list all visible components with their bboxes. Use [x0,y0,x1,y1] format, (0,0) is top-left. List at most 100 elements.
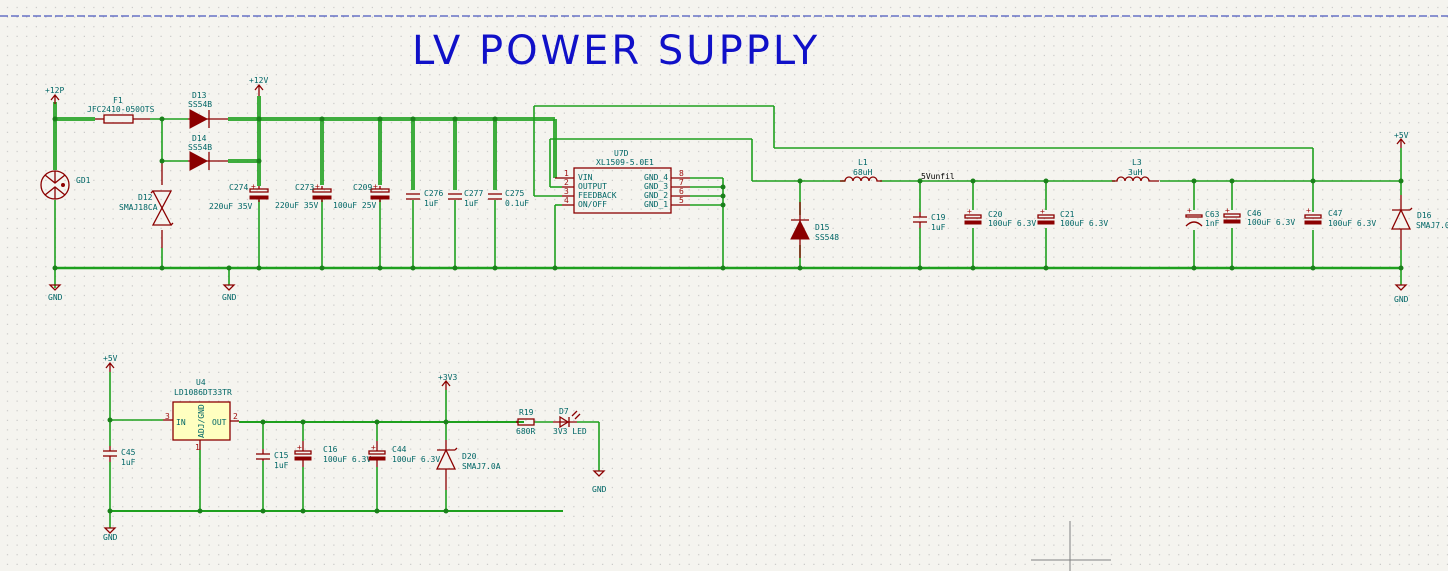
power-port-5v-top[interactable]: +5V [1394,131,1409,148]
svg-text:D20: D20 [462,452,477,461]
svg-text:1nF: 1nF [1205,219,1220,228]
power-port-3v3[interactable]: +3V3 [438,373,457,390]
svg-text:D16: D16 [1417,211,1432,220]
svg-text:5: 5 [679,196,684,205]
gnd-symbol-4[interactable]: GND [103,527,118,542]
wires-bottom [109,372,600,528]
svg-text:ON/OFF: ON/OFF [578,200,607,209]
c19-capacitor[interactable]: C19 1uF [913,212,946,232]
d20-tvs[interactable]: D20 SMAJ7.0A [435,440,501,490]
c209-capacitor[interactable]: C209 + 100uF 25V [333,182,390,210]
c46-capacitor[interactable]: + C46 100uF 6.3V [1223,206,1295,227]
svg-text:7: 7 [679,178,684,187]
svg-text:680R: 680R [516,427,535,436]
svg-text:F1: F1 [113,96,123,105]
gd1-connector[interactable]: GD1 [40,170,91,200]
svg-text:XL1509-5.0E1: XL1509-5.0E1 [596,158,654,167]
svg-text:+5V: +5V [1394,131,1409,140]
u4-ldo-regulator[interactable]: U4 LD1086DT33TR IN OUT ADJ/GND 3 2 1 [163,378,239,452]
svg-text:GND_3: GND_3 [644,182,668,191]
c47-capacitor[interactable]: + C47 100uF 6.3V [1304,206,1376,228]
gnd-symbol-5[interactable]: GND [592,470,607,494]
c20-capacitor[interactable]: + C20 100uF 6.3V [964,207,1036,228]
c274-capacitor[interactable]: C274 + 220uF 35V [209,182,269,211]
svg-text:1uF: 1uF [464,199,479,208]
svg-text:C63: C63 [1205,210,1220,219]
svg-text:C20: C20 [988,210,1003,219]
svg-text:+3V3: +3V3 [438,373,457,382]
d14-diode[interactable]: D14 SS54B [188,134,228,171]
d12-tvs[interactable]: D12 SMAJ18CA [119,190,174,226]
svg-text:C44: C44 [392,445,407,454]
svg-text:C275: C275 [505,189,524,198]
d7-led[interactable]: D7 3V3 LED [553,407,587,436]
d13-diode[interactable]: D13 SS54B [188,91,228,129]
svg-text:GND: GND [592,485,607,494]
c16-capacitor[interactable]: + C16 100uF 6.3V [294,441,371,467]
svg-text:U7D: U7D [614,149,629,158]
svg-text:+5V: +5V [103,354,118,363]
f1-fuse[interactable]: F1 JFC2410-050OTS [87,96,155,124]
svg-text:+: + [1187,206,1192,215]
svg-text:1uF: 1uF [121,458,136,467]
d16-tvs[interactable]: D16 SMAJ7.0A [1390,195,1448,250]
svg-text:68uH: 68uH [853,168,872,177]
svg-text:+: + [1306,206,1311,215]
u70-regulator-ic[interactable]: U7D XL1509-5.0E1 1 2 3 4 VIN OUTPUT FEED… [562,149,690,214]
svg-text:4: 4 [564,196,569,205]
svg-text:GND_2: GND_2 [644,191,668,200]
svg-text:1uF: 1uF [274,461,289,470]
c276-capacitor[interactable]: C276 1uF [406,189,443,208]
c277-capacitor[interactable]: C277 1uF [448,189,483,208]
svg-text:ADJ/GND: ADJ/GND [197,404,206,438]
svg-text:3uH: 3uH [1128,168,1143,177]
sheet-title: LV POWER SUPPLY [412,28,820,74]
c63-capacitor[interactable]: + C63 1nF [1185,206,1220,228]
svg-text:VIN: VIN [578,173,593,182]
svg-text:C273: C273 [295,183,314,192]
c21-capacitor[interactable]: + C21 100uF 6.3V [1037,207,1108,228]
svg-text:D7: D7 [559,407,569,416]
c45-capacitor[interactable]: C45 1uF [103,446,136,467]
svg-text:C45: C45 [121,448,136,457]
svg-text:GND: GND [48,293,63,302]
svg-text:1: 1 [195,443,200,452]
power-port-5v-bottom[interactable]: +5V [103,354,118,372]
svg-text:LD1086DT33TR: LD1086DT33TR [174,388,232,397]
svg-text:L3: L3 [1132,158,1142,167]
d15-diode[interactable]: D15 SS548 [790,202,839,258]
gnd-symbol-2[interactable]: GND [222,284,237,302]
svg-text:+: + [373,182,378,191]
c15-capacitor[interactable]: C15 1uF [256,449,289,470]
l3-inductor[interactable]: L3 3uH [1112,158,1159,182]
power-port-12v[interactable]: +12V [249,76,268,96]
svg-text:D14: D14 [192,134,207,143]
svg-text:OUT: OUT [212,418,227,427]
svg-text:FEEDBACK: FEEDBACK [578,191,617,200]
gnd-symbol-1[interactable]: GND [48,284,63,302]
c44-capacitor[interactable]: + C44 100uF 6.3V [368,441,440,467]
svg-text:SMAJ7.0A: SMAJ7.0A [462,462,501,471]
svg-text:IN: IN [176,418,186,427]
svg-text:C47: C47 [1328,209,1343,218]
l1-inductor[interactable]: L1 68uH [840,158,882,182]
svg-text:+: + [315,182,320,191]
svg-text:100uF 6.3V: 100uF 6.3V [1060,219,1108,228]
svg-text:6: 6 [679,187,684,196]
c275-capacitor[interactable]: C275 0.1uF [488,189,529,208]
svg-text:100uF 6.3V: 100uF 6.3V [988,219,1036,228]
net-label-5vunfil[interactable]: 5Vunfil [921,172,955,181]
r19-resistor[interactable]: R19 680R [516,408,535,436]
power-port-12p[interactable]: +12P [45,86,64,104]
svg-text:GND: GND [222,293,237,302]
svg-text:C19: C19 [931,213,946,222]
c273-capacitor[interactable]: C273 + 220uF 35V [275,182,332,210]
svg-text:+: + [967,207,972,216]
gnd-symbol-3[interactable]: GND [1394,284,1409,304]
svg-text:+: + [1225,206,1230,215]
svg-text:+12P: +12P [45,86,64,95]
svg-text:100uF 25V: 100uF 25V [333,201,377,210]
svg-text:D15: D15 [815,223,830,232]
